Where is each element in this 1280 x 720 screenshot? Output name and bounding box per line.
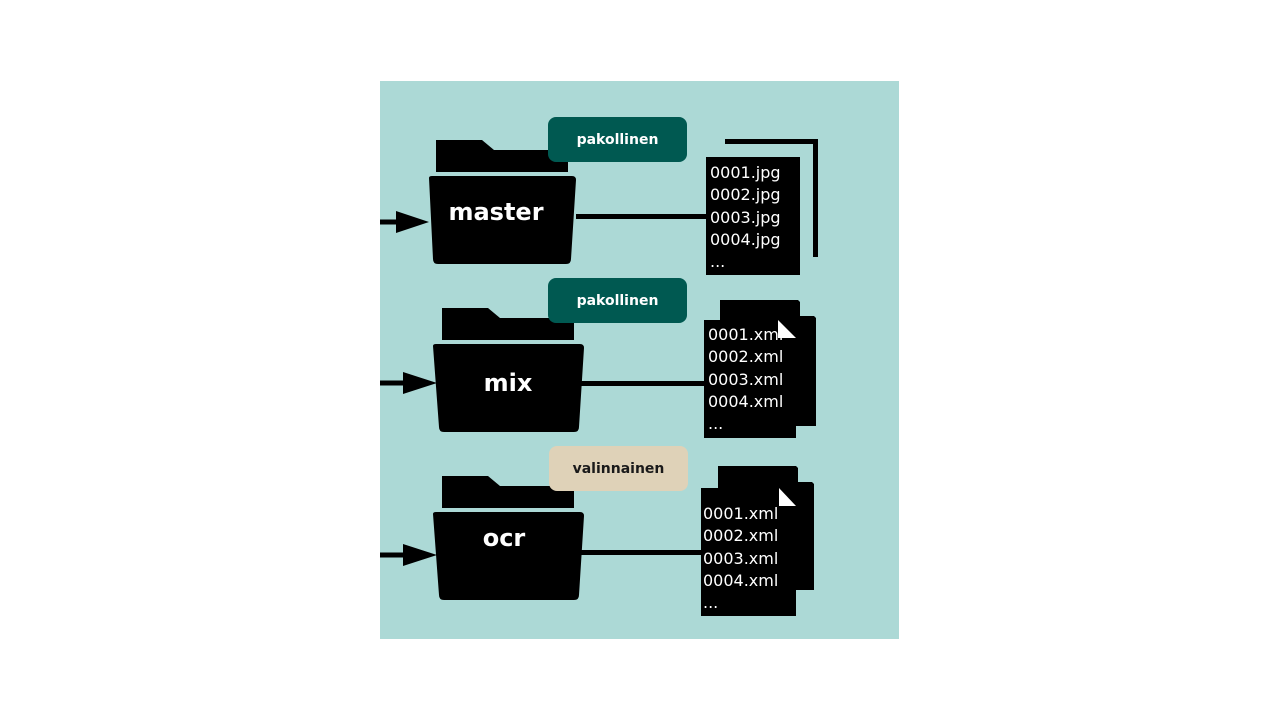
connector-line (581, 381, 706, 386)
arrow-icon (380, 211, 429, 233)
file-stack (701, 466, 814, 616)
connector-line (581, 550, 701, 555)
file-name: ... (710, 252, 726, 272)
folder-label-master: master (448, 198, 544, 226)
file-name: 0004.xml (703, 570, 779, 590)
diagram-panel: master pakollinen 0001.jpg 0002.jpg 0003… (380, 81, 899, 639)
file-name: 0003.xml (703, 548, 779, 568)
file-list-master: 0001.jpg 0002.jpg 0003.jpg 0004.jpg ... (710, 162, 781, 273)
connector-line (576, 214, 706, 219)
file-name: 0001.xml (703, 504, 779, 523)
file-name: ... (708, 414, 724, 434)
file-name: 0001.jpg (710, 163, 781, 182)
file-name: 0003.jpg (710, 207, 781, 227)
file-list-ocr: 0001.xml 0002.xml 0003.xml 0004.xml ... (703, 503, 778, 614)
file-name: 0004.xml (708, 391, 784, 411)
status-badge-required: pakollinen (548, 278, 687, 323)
file-name: 0002.xml (703, 526, 779, 546)
file-stack (704, 300, 816, 438)
file-name: 0004.jpg (710, 229, 781, 249)
status-badge-optional: valinnainen (549, 446, 688, 491)
folder-label-ocr: ocr (482, 524, 526, 552)
file-stack-front (706, 157, 800, 275)
folder-label-mix: mix (483, 369, 533, 397)
folder-icon (429, 140, 576, 264)
file-name: 0001.xml (708, 325, 784, 344)
file-name: 0003.xml (708, 369, 784, 389)
status-badge-required: pakollinen (548, 117, 687, 162)
arrow-icon (380, 544, 437, 566)
file-list-mix: 0001.xml 0002.xml 0003.xml 0004.xml ... (708, 324, 783, 435)
file-name: 0002.xml (708, 347, 784, 367)
file-name: 0002.jpg (710, 185, 781, 205)
folder-icon (433, 476, 584, 600)
arrow-icon (380, 372, 437, 394)
folder-icon (433, 308, 584, 432)
file-name: ... (703, 593, 719, 613)
